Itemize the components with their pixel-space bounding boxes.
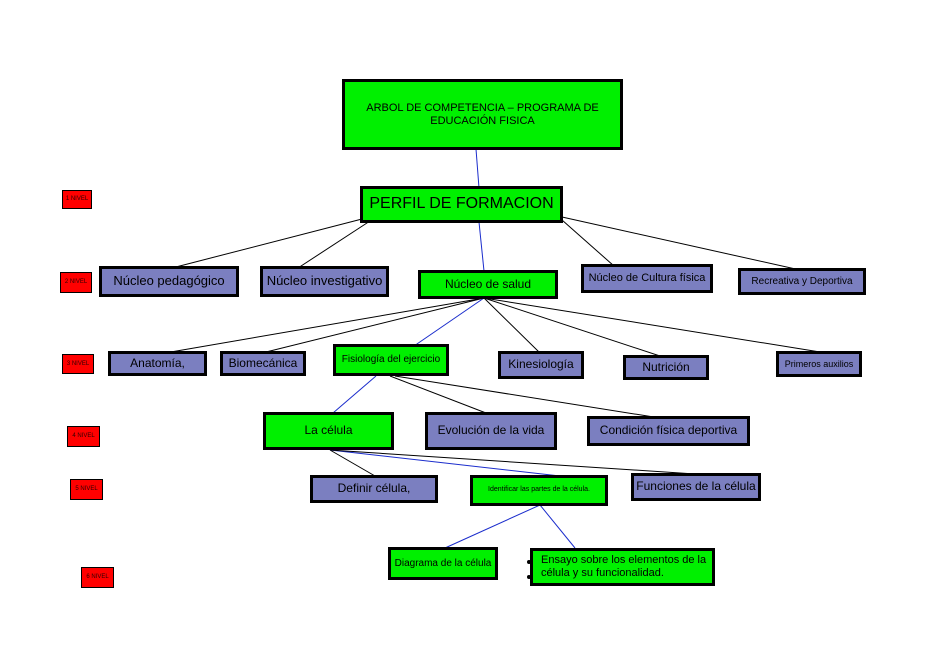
level-marker-5: 5 NIVEL <box>70 479 103 500</box>
node-kinesiologia: Kinesiología <box>498 351 584 379</box>
level-marker-4: 4 NIVEL <box>67 426 100 447</box>
level-marker-label: 6 NIVEL <box>86 574 109 581</box>
level-marker-label: 2 NIVEL <box>64 279 88 286</box>
node-label: Funciones de la célula <box>636 479 756 494</box>
node-label: Anatomía, <box>130 355 185 370</box>
node-label: Diagrama de la célula <box>394 557 492 569</box>
node-identificar-partes: Identificar las partes de la célula. <box>470 475 608 506</box>
root-node-label: PERFIL DE FORMACION <box>369 195 554 213</box>
level-marker-label: 3 NIVEL <box>66 360 90 367</box>
node-nucleo-pedagogico: Núcleo pedagógico <box>99 266 239 297</box>
node-label: Primeros auxilios <box>784 358 854 369</box>
level-marker-3: 3 NIVEL <box>62 354 94 374</box>
node-label: Condición física deportiva <box>599 423 738 438</box>
root-node-perfil: PERFIL DE FORMACION <box>360 186 563 223</box>
node-funciones-celula: Funciones de la célula <box>631 473 761 501</box>
node-label: Recreativa y Deportiva <box>751 275 853 287</box>
node-definir-celula: Definir célula, <box>310 475 438 503</box>
node-label: Kinesiología <box>508 357 574 372</box>
node-evolucion: Evolución de la vida <box>425 412 557 450</box>
node-nutricion: Nutrición <box>623 355 709 380</box>
node-primeros-auxilios: Primeros auxilios <box>776 351 862 377</box>
level-marker-1: 1 NIVEL <box>62 190 92 209</box>
level-marker-label: 5 NIVEL <box>75 486 98 493</box>
node-la-celula: La célula <box>263 412 394 450</box>
diagram-title-box: ARBOL DE COMPETENCIA – PROGRAMA DE EDUCA… <box>342 79 623 150</box>
node-biomecanica: Biomecánica <box>220 351 306 376</box>
node-diagrama-celula: Diagrama de la célula <box>388 547 498 580</box>
level-marker-6: 6 NIVEL <box>81 567 114 588</box>
level-marker-2: 2 NIVEL <box>60 272 92 293</box>
diagram-title: ARBOL DE COMPETENCIA – PROGRAMA DE EDUCA… <box>366 101 599 127</box>
node-recreativa: Recreativa y Deportiva <box>738 268 866 295</box>
node-label: Núcleo pedagógico <box>113 273 225 289</box>
node-label: Fisiología del ejercicio <box>341 354 441 366</box>
node-label: Núcleo de salud <box>444 276 532 291</box>
node-condicion-fisica: Condición física deportiva <box>587 416 750 446</box>
node-label: Identificar las partes de la célula. <box>488 486 590 494</box>
node-label: Evolución de la vida <box>437 423 545 438</box>
level-marker-label: 4 NIVEL <box>72 433 95 440</box>
node-nucleo-investigativo: Núcleo investigativo <box>260 266 389 297</box>
level-marker-label: 1 NIVEL <box>65 196 89 203</box>
node-label: Ensayo sobre los elementos de la célula … <box>541 554 707 579</box>
node-label: Núcleo investigativo <box>266 273 383 289</box>
node-label: Biomecánica <box>228 355 298 370</box>
node-anatomia: Anatomía, <box>108 351 207 376</box>
node-label: Nutrición <box>642 359 690 374</box>
node-ensayo: Ensayo sobre los elementos de la célula … <box>530 548 715 586</box>
node-label: Definir célula, <box>337 481 411 496</box>
node-label: Núcleo de Cultura física <box>588 272 706 285</box>
node-nucleo-salud: Núcleo de salud <box>418 270 558 299</box>
node-label: La célula <box>304 423 353 438</box>
node-fisiologia: Fisiología del ejercicio <box>333 344 449 376</box>
node-nucleo-cultura: Núcleo de Cultura física <box>581 264 713 293</box>
